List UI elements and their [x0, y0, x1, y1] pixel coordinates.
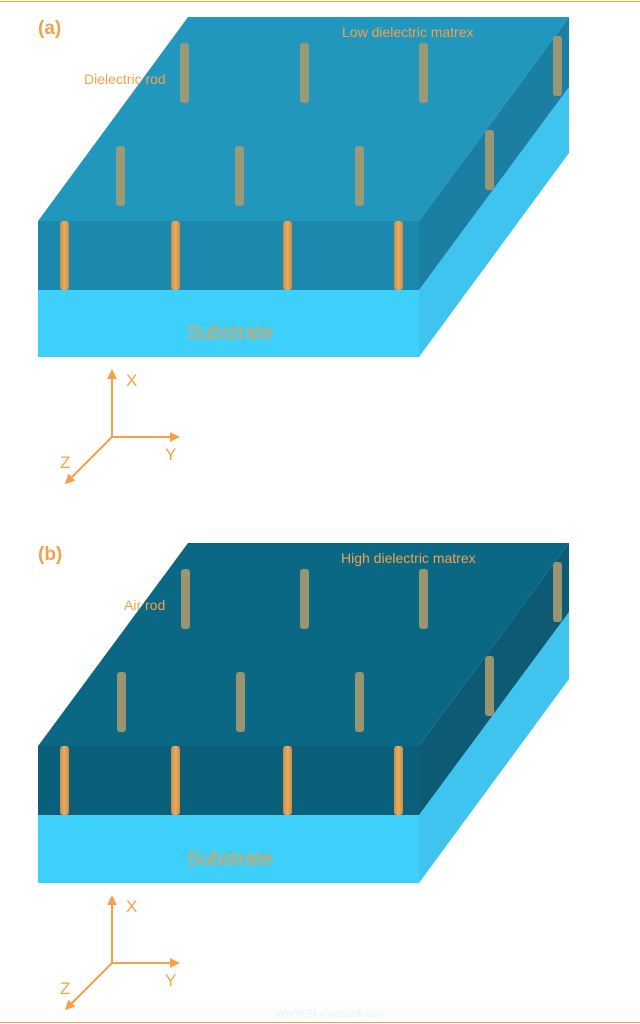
matrix-label: High dielectric matrex	[341, 550, 476, 566]
substrate-front-a	[38, 290, 419, 357]
rod-label: Air rod	[124, 597, 165, 613]
rod	[394, 746, 403, 815]
rod	[553, 562, 562, 622]
panel-b: (b) High dielectric matrex Air rod Subst…	[38, 543, 569, 1011]
panel-a: (a) Low dielectric matrex Dielectric rod…	[38, 17, 569, 485]
z-axis-arrow	[64, 962, 113, 1011]
top-border	[0, 1, 640, 2]
substrate-label: Substrate	[187, 848, 273, 870]
substrate-front-b	[38, 815, 419, 883]
x-axis-label: X	[126, 897, 137, 916]
rod	[60, 221, 69, 290]
matrix-front-a	[38, 221, 419, 290]
rod	[171, 746, 180, 815]
rod	[553, 36, 562, 96]
rod	[419, 43, 428, 103]
rod	[117, 672, 126, 732]
rod	[355, 672, 364, 732]
rod	[236, 672, 245, 732]
rod	[419, 569, 428, 629]
watermark: WWW.SkyTechtech.com	[276, 1009, 385, 1020]
matrix-top-a	[38, 17, 569, 221]
matrix-block-a	[38, 17, 569, 357]
matrix-front-b	[38, 746, 419, 815]
substrate-label: Substrate	[187, 322, 273, 344]
rod	[116, 146, 125, 206]
substrate-side-b	[419, 612, 569, 883]
z-axis-label: Z	[60, 453, 70, 472]
z-axis-label: Z	[60, 979, 70, 998]
y-axis-label: Y	[165, 445, 176, 464]
rod	[300, 43, 309, 103]
bottom-border	[0, 1022, 640, 1023]
rod	[171, 221, 180, 290]
rod	[355, 146, 364, 206]
rod	[60, 746, 69, 815]
panel-label: (b)	[38, 544, 62, 565]
z-axis-arrow	[64, 436, 113, 485]
rods-b	[60, 562, 562, 815]
rods-a	[60, 36, 562, 290]
rod	[485, 130, 494, 190]
y-axis-label: Y	[165, 971, 176, 990]
rod	[394, 221, 403, 290]
substrate-side-a	[419, 87, 569, 357]
rod	[180, 43, 189, 103]
panel-label: (a)	[38, 18, 61, 39]
rod	[283, 746, 292, 815]
rod-label: Dielectric rod	[84, 71, 166, 87]
rod	[283, 221, 292, 290]
rod	[181, 569, 190, 629]
matrix-label: Low dielectric matrex	[342, 24, 474, 40]
axes-a: X Y Z	[60, 369, 180, 485]
axes-b: X Y Z	[60, 895, 180, 1011]
matrix-top-b	[38, 543, 569, 746]
x-axis-label: X	[126, 371, 137, 390]
rod	[235, 146, 244, 206]
rod	[485, 656, 494, 716]
rod	[300, 569, 309, 629]
